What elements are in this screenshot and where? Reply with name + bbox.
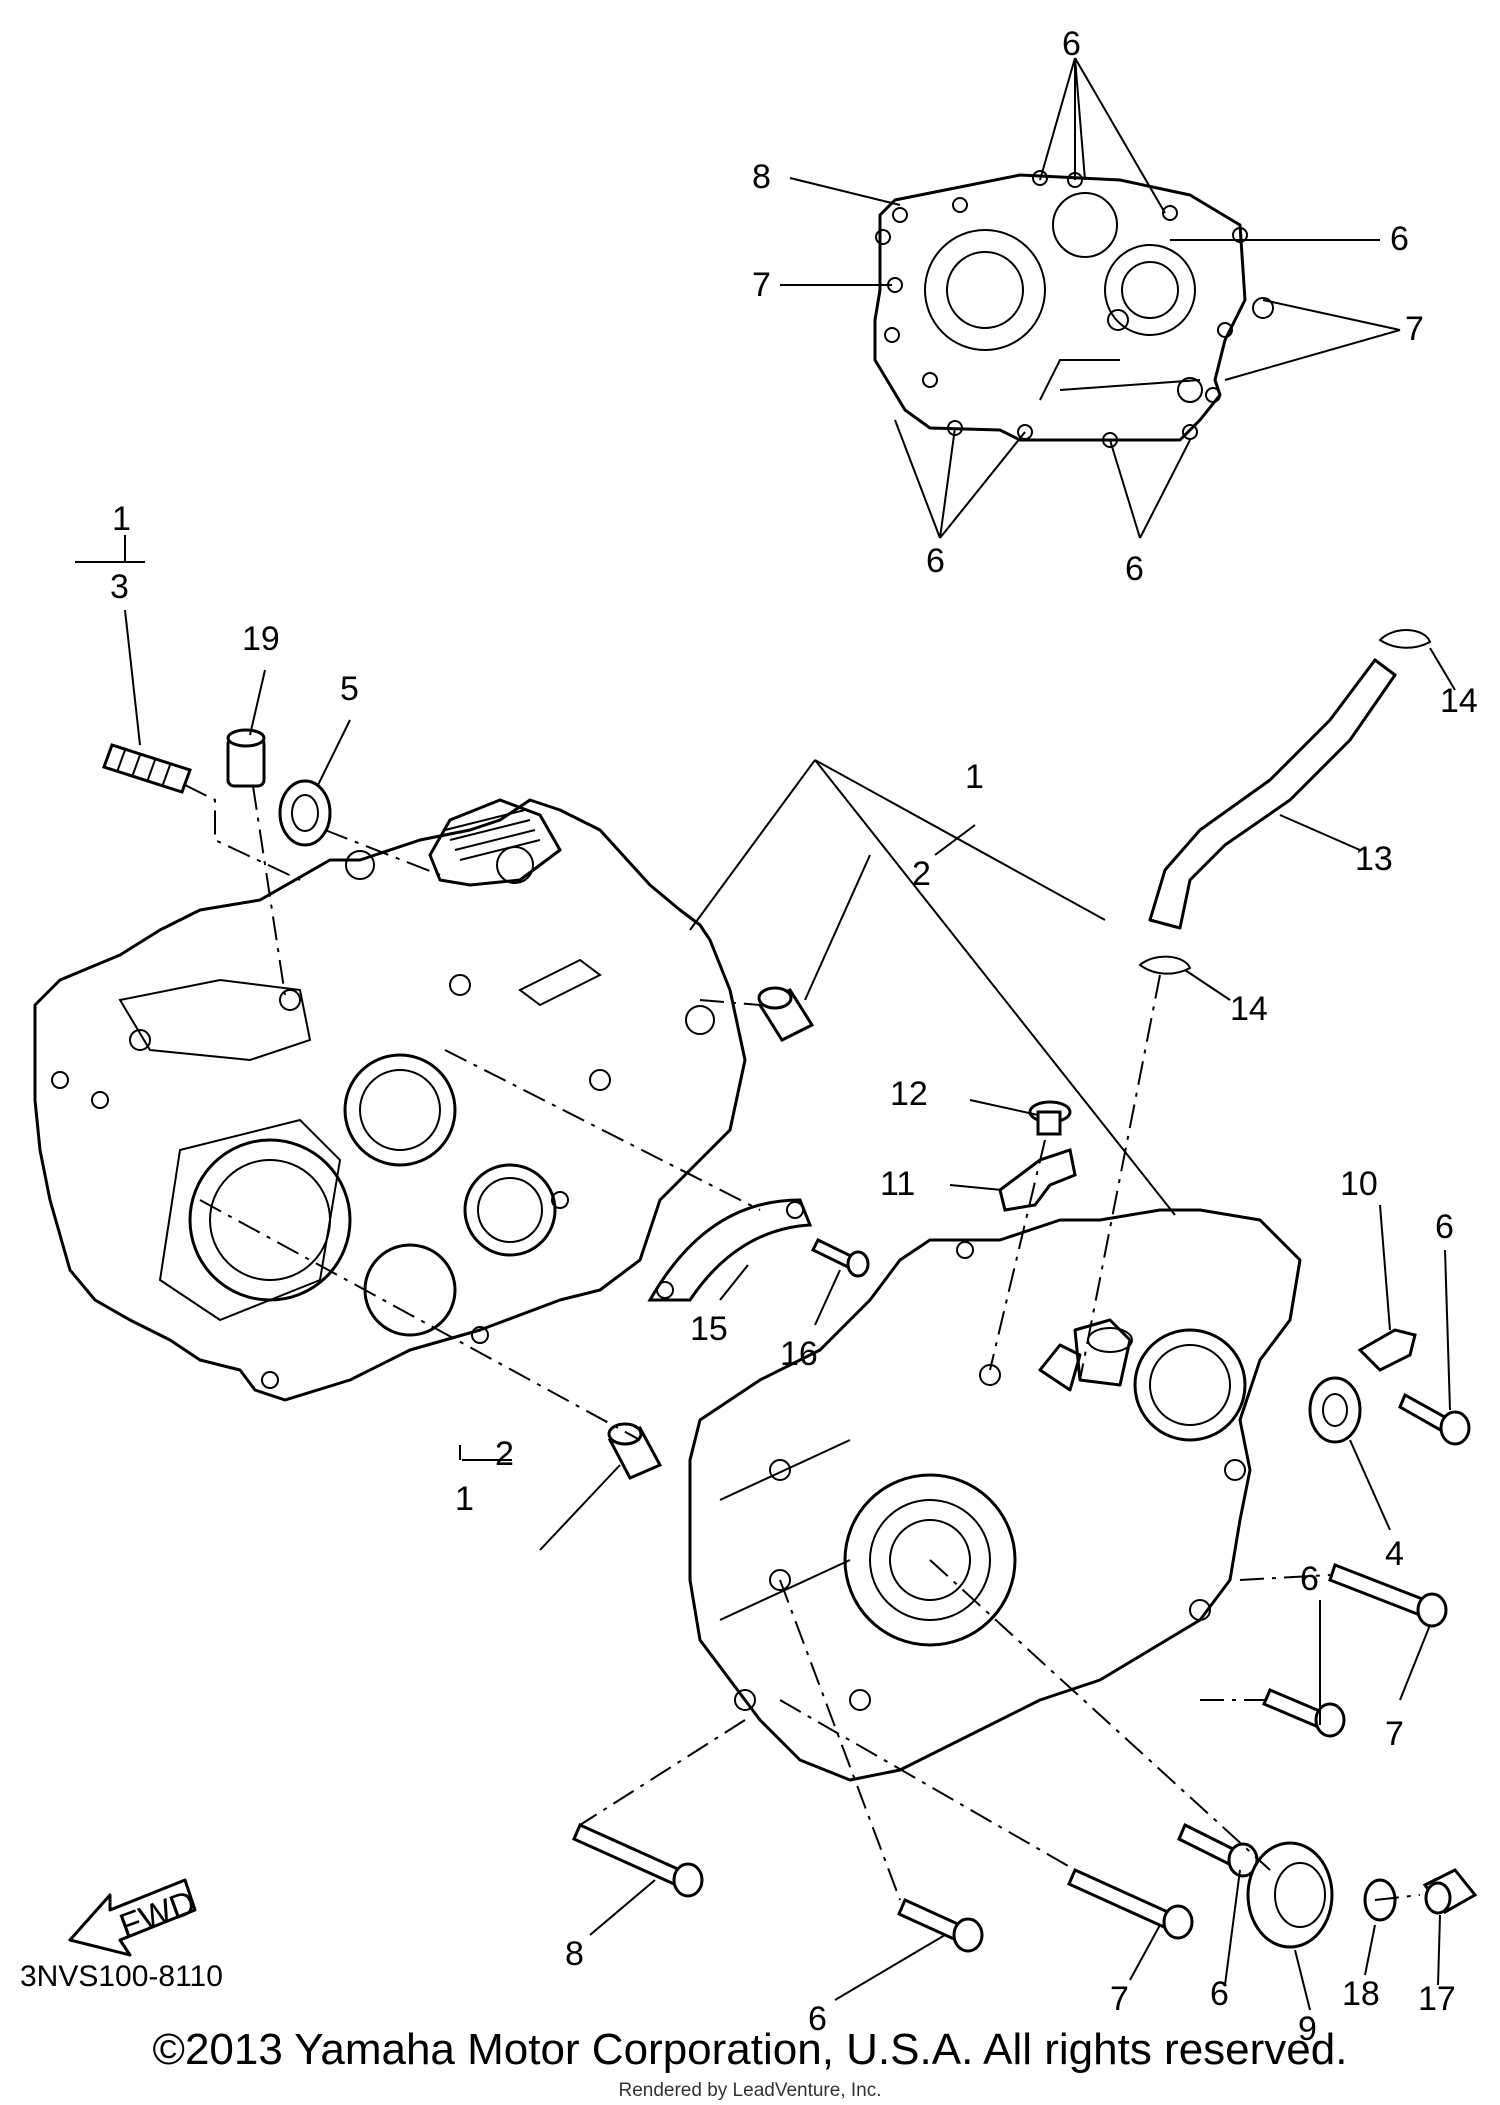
callout-14: 14 bbox=[1440, 682, 1478, 720]
callout-7: 7 bbox=[1405, 310, 1424, 348]
callout-4: 4 bbox=[1385, 1535, 1404, 1573]
copyright-notice: ©2013 Yamaha Motor Corporation, U.S.A. A… bbox=[152, 2025, 1348, 2074]
callout-18: 18 bbox=[1342, 1975, 1380, 2013]
callout-7: 7 bbox=[752, 266, 771, 304]
callout-15: 15 bbox=[690, 1310, 728, 1348]
callout-6: 6 bbox=[808, 2000, 827, 2038]
callout-17: 17 bbox=[1418, 1980, 1456, 2018]
part-dowel-pin-2-upper bbox=[757, 986, 815, 1042]
part-bolt-6-bottom bbox=[897, 1898, 984, 1953]
callout-3: 3 bbox=[110, 568, 129, 606]
part-screw-12 bbox=[1028, 1100, 1072, 1136]
part-oil-seal-9 bbox=[1246, 1841, 1334, 1949]
callout-8: 8 bbox=[752, 158, 771, 196]
part-clip-14-upper bbox=[1378, 629, 1432, 649]
part-clip-14-lower bbox=[1138, 955, 1192, 975]
part-bolt-6-holder bbox=[1398, 1392, 1471, 1446]
callout-2: 2 bbox=[495, 1435, 514, 1473]
callout-8: 8 bbox=[565, 1935, 584, 1973]
callout-6: 6 bbox=[1210, 1975, 1229, 2013]
callout-6: 6 bbox=[1435, 1208, 1454, 1246]
callout-14: 14 bbox=[1230, 990, 1268, 1028]
part-drain-bolt-17 bbox=[1422, 1868, 1478, 1915]
part-bolt-8 bbox=[572, 1823, 704, 1898]
callout-1: 1 bbox=[112, 500, 131, 538]
callout-6: 6 bbox=[926, 542, 945, 580]
catalog-code: 3NVS100-8110 bbox=[20, 1960, 223, 1993]
part-bolt-6-right bbox=[1262, 1688, 1346, 1738]
part-breather-hose-13 bbox=[1148, 658, 1397, 930]
part-bolt-6-lower-right bbox=[1177, 1822, 1259, 1878]
callout-7: 7 bbox=[1385, 1715, 1404, 1753]
crankcase-gasket-inset bbox=[873, 170, 1274, 448]
callout-6: 6 bbox=[1390, 220, 1409, 258]
callout-1: 1 bbox=[965, 758, 984, 796]
crankcase-right-half bbox=[688, 1208, 1302, 1782]
part-bearing-3 bbox=[102, 743, 192, 794]
part-screw-16 bbox=[810, 1238, 870, 1278]
part-guide-11 bbox=[998, 1148, 1077, 1212]
callout-6: 6 bbox=[1125, 550, 1144, 588]
callout-12: 12 bbox=[890, 1075, 928, 1113]
callout-labels: 6 8 6 7 7 6 6 1 3 19 5 14 1 2 13 14 12 1… bbox=[110, 25, 1478, 2048]
callout-2: 2 bbox=[912, 855, 931, 893]
callout-7: 7 bbox=[1110, 1980, 1129, 2018]
part-bolt-7-right bbox=[1328, 1563, 1448, 1628]
callout-11: 11 bbox=[880, 1165, 915, 1203]
assembly-lines bbox=[184, 784, 1421, 1901]
part-bolt-7-bottom bbox=[1067, 1868, 1194, 1940]
rendered-by-notice: Rendered by LeadVenture, Inc. bbox=[618, 2080, 882, 2101]
part-bearing-4 bbox=[1308, 1376, 1362, 1444]
part-dowel-pin-2-lower bbox=[607, 1422, 663, 1480]
part-oil-seal-5 bbox=[278, 779, 332, 847]
fwd-label: FWD bbox=[115, 1883, 201, 1945]
callout-10: 10 bbox=[1340, 1165, 1378, 1203]
callout-1: 1 bbox=[455, 1480, 474, 1518]
callout-6: 6 bbox=[1062, 25, 1081, 63]
leader-lines bbox=[75, 57, 1456, 2011]
callout-9: 9 bbox=[1298, 2010, 1317, 2048]
callout-5: 5 bbox=[340, 670, 359, 708]
part-plate-15 bbox=[647, 1198, 813, 1302]
fwd-arrow-icon: FWD bbox=[68, 1878, 201, 1957]
callout-16: 16 bbox=[780, 1335, 818, 1373]
callout-13: 13 bbox=[1355, 840, 1393, 878]
part-holder-10 bbox=[1357, 1328, 1417, 1372]
crankcase-left-half bbox=[33, 798, 747, 1402]
callout-19: 19 bbox=[242, 620, 280, 658]
callout-6: 6 bbox=[1300, 1560, 1319, 1598]
part-plug-19 bbox=[226, 728, 266, 788]
